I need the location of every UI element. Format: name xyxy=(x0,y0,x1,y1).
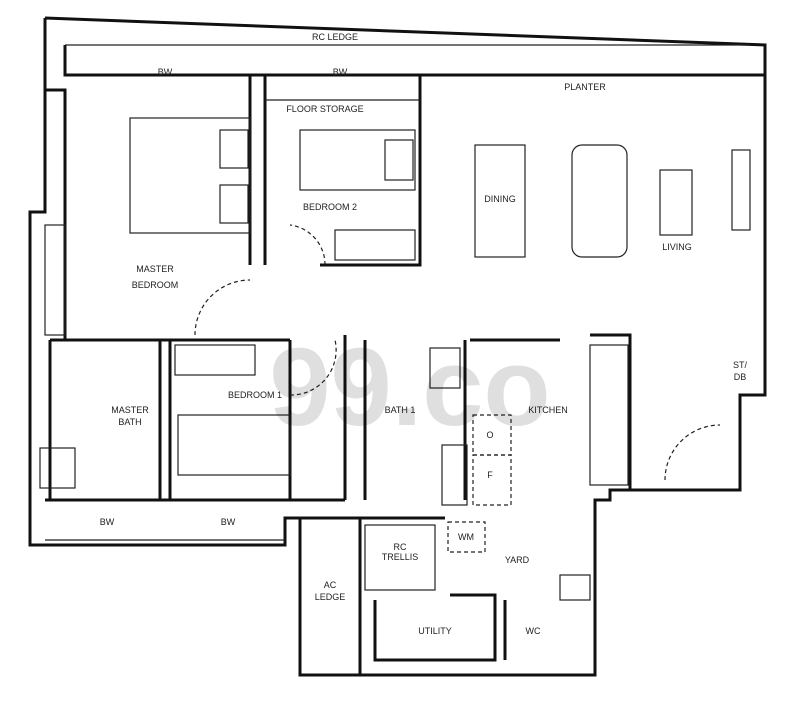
label-living: LIVING xyxy=(662,242,692,252)
label-fridge: F xyxy=(487,470,493,480)
label-master-bath: MASTER xyxy=(111,405,149,415)
label-bedroom2: BEDROOM 2 xyxy=(303,202,357,212)
label-ac-ledge-2: LEDGE xyxy=(315,592,346,602)
label-master-bedroom: MASTER xyxy=(136,264,174,274)
label-master-bedroom-2: BEDROOM xyxy=(132,280,179,290)
label-bath1: BATH 1 xyxy=(385,405,416,415)
label-master-bath-2: BATH xyxy=(118,417,141,427)
furniture xyxy=(39,117,751,601)
label-bw-bottom-left: BW xyxy=(100,517,115,527)
label-oven: O xyxy=(486,430,493,440)
label-planter: PLANTER xyxy=(564,82,606,92)
room-labels: RC LEDGE BW BW FLOOR STORAGE PLANTER BED… xyxy=(100,32,748,636)
watermark: 99.co xyxy=(269,326,550,449)
label-kitchen: KITCHEN xyxy=(528,405,568,415)
label-wm: WM xyxy=(458,532,474,542)
label-dining: DINING xyxy=(484,194,516,204)
label-st-db-2: DB xyxy=(734,372,747,382)
label-yard: YARD xyxy=(505,555,530,565)
label-st-db: ST/ xyxy=(733,360,748,370)
label-rc-ledge: RC LEDGE xyxy=(312,32,358,42)
label-ac-ledge: AC xyxy=(324,580,337,590)
label-rc-trellis-2: TRELLIS xyxy=(382,552,419,562)
label-wc: WC xyxy=(526,626,541,636)
label-bw-bottom-mid: BW xyxy=(221,517,236,527)
label-bedroom1: BEDROOM 1 xyxy=(228,390,282,400)
label-bw-top-mid: BW xyxy=(333,67,348,77)
label-bw-top-left: BW xyxy=(158,67,173,77)
label-utility: UTILITY xyxy=(418,626,452,636)
label-rc-trellis: RC xyxy=(394,542,407,552)
label-floor-storage: FLOOR STORAGE xyxy=(286,104,363,114)
